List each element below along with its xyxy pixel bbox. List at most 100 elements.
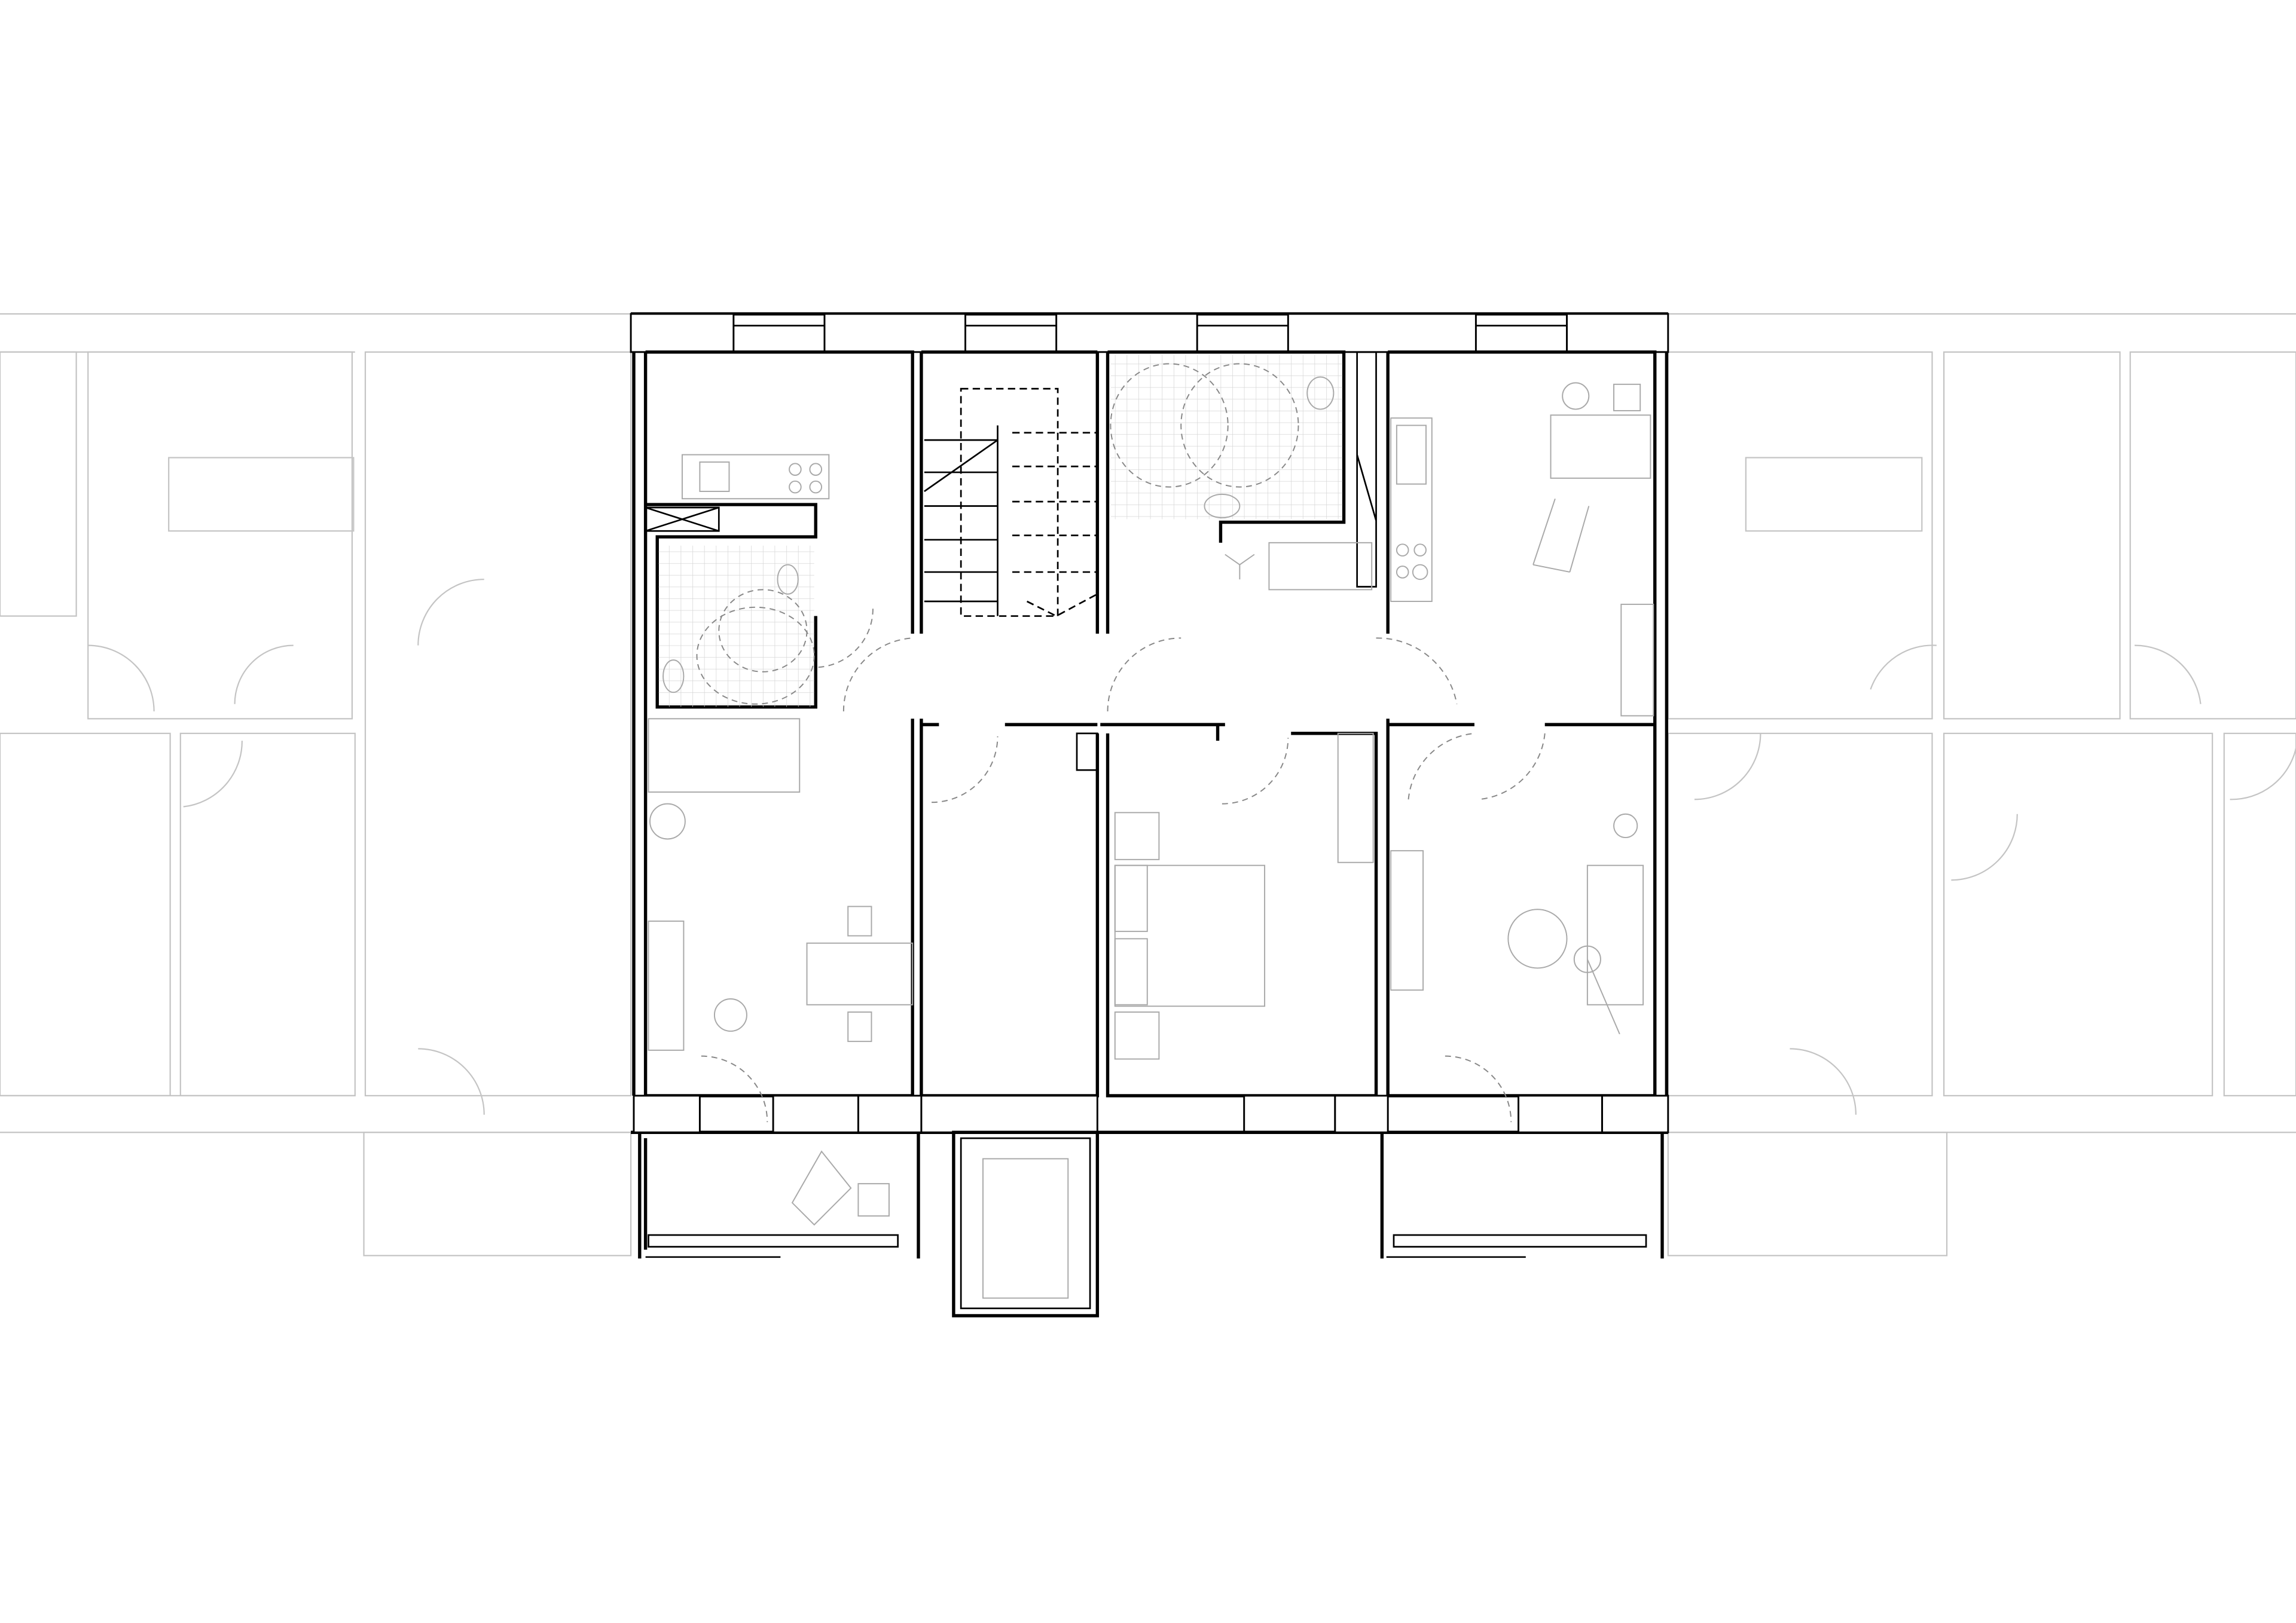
wheelchair-icon bbox=[1532, 498, 1590, 573]
turning-circle bbox=[1180, 363, 1299, 488]
shaft bbox=[1076, 732, 1098, 771]
wall-pier bbox=[1287, 313, 1477, 353]
kitchen-counter bbox=[681, 454, 830, 500]
door-swing bbox=[1376, 637, 1546, 1123]
north-facade bbox=[630, 312, 1669, 353]
hob-icon bbox=[789, 463, 802, 476]
plant-icon bbox=[1613, 813, 1638, 839]
balcony-right bbox=[1380, 1132, 1664, 1259]
hob-icon bbox=[809, 480, 823, 494]
window bbox=[1518, 1095, 1603, 1133]
neighbour-room bbox=[0, 732, 171, 1097]
balcony-railing bbox=[648, 1234, 899, 1248]
bed bbox=[648, 718, 801, 793]
pillow bbox=[1114, 864, 1148, 933]
chair-icon bbox=[847, 906, 872, 937]
wall-pier bbox=[1566, 313, 1669, 353]
wall-pier bbox=[630, 313, 735, 353]
sideboard bbox=[648, 920, 685, 1051]
neighbour-stair bbox=[1943, 351, 2121, 720]
lounge-chair bbox=[791, 1150, 852, 1226]
washbasin-icon bbox=[662, 659, 685, 693]
neighbour-balcony bbox=[1667, 1132, 1948, 1257]
balcony-railing bbox=[1393, 1234, 1647, 1248]
stair-upper-outline bbox=[960, 387, 1059, 617]
neighbour-room bbox=[1667, 351, 1933, 720]
nightstand bbox=[1114, 1011, 1160, 1060]
toilet-icon bbox=[1306, 376, 1335, 410]
sideboard bbox=[1620, 603, 1654, 717]
person-icon bbox=[1562, 382, 1590, 410]
neighbour-room bbox=[179, 732, 356, 1097]
sofa bbox=[1586, 864, 1644, 1005]
wall-pier bbox=[1334, 1095, 1389, 1133]
neighbour-room bbox=[0, 351, 77, 617]
balcony-left bbox=[638, 1132, 920, 1259]
neighbour-room bbox=[87, 351, 353, 720]
stair-treads bbox=[924, 425, 999, 616]
wall-pier bbox=[1055, 313, 1198, 353]
bathroom-tiles bbox=[658, 545, 814, 707]
sink-icon bbox=[1396, 424, 1427, 485]
wardrobe bbox=[1337, 732, 1374, 863]
plant-icon bbox=[649, 803, 686, 840]
neighbour-room bbox=[364, 351, 632, 1097]
wall-pier bbox=[823, 313, 966, 353]
side-table bbox=[857, 1183, 890, 1217]
door-swing bbox=[701, 609, 913, 1123]
wall-pier bbox=[857, 1095, 923, 1133]
south-facade bbox=[631, 1095, 1669, 1134]
planter bbox=[982, 1158, 1069, 1299]
double-bed bbox=[1114, 864, 1266, 1007]
turning-circle bbox=[718, 589, 808, 673]
toilet-icon bbox=[777, 564, 799, 595]
washbasin-icon bbox=[1204, 493, 1241, 519]
right-unit bbox=[1376, 350, 1669, 1123]
neighbour-kitchen bbox=[168, 457, 355, 532]
pillow bbox=[1114, 938, 1148, 1005]
kitchen-counter bbox=[1390, 417, 1433, 602]
hob-icon bbox=[789, 480, 802, 494]
shaft bbox=[1356, 351, 1377, 588]
neighbour-room bbox=[2223, 732, 2296, 1097]
neighbour-kitchen bbox=[1745, 457, 1923, 532]
shaft bbox=[645, 506, 720, 532]
balcony-inner bbox=[960, 1137, 1091, 1310]
window bbox=[1243, 1095, 1336, 1133]
chair-icon bbox=[847, 1011, 872, 1043]
door-swing bbox=[1222, 738, 1289, 805]
turning-circle bbox=[1110, 363, 1229, 488]
neighbour-unit-left bbox=[0, 313, 632, 1257]
sink-icon bbox=[699, 461, 730, 492]
left-unit bbox=[632, 350, 914, 1123]
window bbox=[772, 1095, 859, 1133]
bathroom-wall bbox=[645, 503, 817, 709]
neighbour-room bbox=[1943, 732, 2213, 1097]
wall-pier bbox=[633, 1095, 701, 1133]
stair-balcony bbox=[952, 1130, 1100, 1318]
bedroom bbox=[1100, 723, 1378, 1133]
hob-icon bbox=[809, 463, 823, 476]
dining-table bbox=[1550, 414, 1651, 479]
floor-lamp bbox=[1573, 945, 1601, 973]
accessible-bathroom bbox=[1106, 350, 1377, 634]
neighbour-room bbox=[2129, 351, 2296, 720]
wall-pier bbox=[920, 1095, 1098, 1133]
desk bbox=[1390, 850, 1424, 991]
staircase bbox=[920, 350, 1181, 1098]
chair-icon bbox=[1225, 554, 1255, 580]
neighbour-room bbox=[1667, 732, 1933, 1097]
wall-pier bbox=[1601, 1095, 1669, 1133]
hob-icon bbox=[1396, 566, 1409, 579]
hob-icon bbox=[1413, 543, 1427, 557]
floor-lamp bbox=[1586, 959, 1620, 1035]
neighbour-balcony bbox=[363, 1132, 632, 1257]
hob-icon bbox=[1412, 564, 1428, 580]
person-icon bbox=[713, 998, 747, 1032]
door-swing bbox=[932, 637, 1181, 803]
neighbour-unit-right bbox=[1667, 313, 2296, 1257]
dining-table bbox=[806, 942, 914, 1005]
chair-icon bbox=[1613, 383, 1641, 412]
turning-circle bbox=[696, 606, 815, 705]
